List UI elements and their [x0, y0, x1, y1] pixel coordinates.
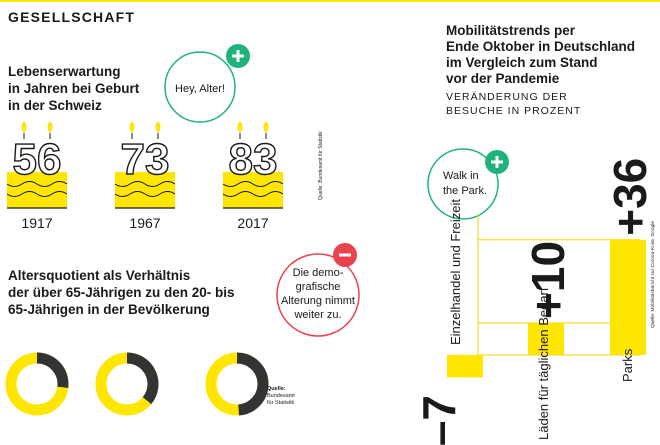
life-bubble: Hey, Alter! [164, 44, 250, 123]
donut-1 [5, 352, 69, 416]
year-label: 2017 [237, 215, 268, 231]
cake-icing-wave [222, 181, 284, 187]
cake-icing-wave [114, 191, 176, 197]
donut-3 [205, 352, 269, 416]
life-expectancy-value: 83 [229, 135, 278, 184]
life-title-line-2: in Jahren bei Geburt [8, 81, 140, 96]
ratio-bubble-line-4: weiter zu. [293, 309, 341, 321]
ratio-bubble: Die demo- grafische Alterung nimmt weite… [276, 243, 360, 337]
cake-2017: 83 2017 [222, 121, 284, 231]
ratio-bubble-line-1: Die demo- [293, 267, 344, 279]
mobility-value-label: +36 [604, 158, 656, 236]
mobility-title-line-3: im Vergleich zum Stand [446, 55, 598, 70]
section-title: GESELLSCHAFT [8, 9, 135, 25]
life-expectancy-value: 73 [121, 135, 170, 184]
ratio-source: Quelle: Bundesamt für Statistik [267, 386, 295, 406]
life-source: Quelle: Bundesamt für Statistik [318, 131, 324, 200]
mobility-bubble-circle [427, 148, 499, 220]
mobility-title-line-2: Ende Oktober in Deutschland [446, 39, 635, 54]
ratio-bubble-line-3: Alterung nimmt [281, 295, 355, 307]
mobility-title-line-1: Mobilitätstrends per [446, 23, 576, 38]
cake-icing-wave [6, 181, 68, 187]
mobility-bubble-line-1: Walk in [443, 170, 479, 182]
donut-ratio-slice [126, 352, 159, 405]
ratio-source-line-1: Quelle: [267, 386, 286, 392]
mobility-bar [447, 355, 483, 378]
category-label: Einzelhandel und Freizeit [448, 199, 463, 345]
mobility-subtitle-line-2: BESUCHE IN PROZENT [446, 105, 581, 117]
category-label: Parks [620, 348, 635, 382]
mobility-title-line-4: vor der Pandemie [446, 71, 560, 86]
candle-flame-icon [21, 121, 27, 133]
ratio-title: Altersquotient als Verhältnis der über 6… [8, 268, 235, 317]
candle-flame-icon [263, 121, 269, 133]
ratio-source-line-2: Bundesamt [267, 393, 295, 399]
ratio-bubble-circle [276, 253, 360, 337]
donut-ratio-slice [236, 352, 269, 416]
mobility-bubble: Walk in the Park. [427, 148, 509, 220]
cake-icing-wave [114, 181, 176, 187]
mobility-value-label: +10 [522, 241, 574, 319]
plus-icon [485, 150, 509, 174]
ratio-title-line-2: der über 65-Jährigen zu den 20- bis [8, 285, 235, 300]
life-bubble-text: Hey, Alter! [175, 83, 225, 95]
year-label: 1967 [129, 215, 160, 231]
donut-2 [95, 352, 159, 416]
life-bubble-circle [164, 51, 236, 123]
minus-icon [333, 243, 357, 267]
cake-body [223, 172, 283, 208]
header-accent-line [0, 0, 660, 2]
life-title-line-1: Lebenserwartung [8, 64, 121, 79]
cake-1917: 56 1917 [6, 121, 68, 231]
cake-1967: 73 1967 [114, 121, 176, 231]
mobility-subtitle: VERÄNDERUNG DER BESUCHE IN PROZENT [446, 91, 581, 117]
mobility-subtitle-line-1: VERÄNDERUNG DER [446, 91, 568, 103]
candle-flame-icon [237, 121, 243, 133]
candle-flame-icon [129, 121, 135, 133]
ratio-source-line-3: für Statistik [267, 400, 294, 406]
cake-icing-wave [6, 191, 68, 197]
mobility-bar [528, 323, 564, 355]
candle-flame-icon [155, 121, 161, 133]
mobility-bubble-line-2: the Park. [443, 185, 487, 197]
life-expectancy-value: 56 [13, 135, 62, 184]
old-age-ratio-donuts [5, 352, 269, 416]
donut-ratio-slice [36, 352, 69, 388]
life-title: Lebenserwartung in Jahren bei Geburt in … [8, 64, 140, 113]
plus-icon [226, 44, 250, 68]
cake-body [7, 172, 67, 208]
cake-icing-wave [222, 191, 284, 197]
candle-flame-icon [47, 121, 53, 133]
cake-body [115, 172, 175, 208]
mobility-bar [610, 239, 646, 355]
ratio-bubble-line-2: grafische [296, 281, 341, 293]
life-expectancy-cakes: 56 1917 73 1967 83 2017 [6, 121, 284, 231]
mobility-value-label: –7 [413, 395, 465, 445]
life-title-line-3: in der Schweiz [8, 98, 102, 113]
mobility-source: Quelle: Mobilitätsbericht zur Corona-Kri… [650, 221, 656, 328]
ratio-title-line-1: Altersquotient als Verhältnis [8, 268, 190, 283]
category-label: Läden für täglichen Bedarf [536, 287, 551, 440]
mobility-title: Mobilitätstrends per Ende Oktober in Deu… [446, 23, 635, 86]
ratio-title-line-3: 65-Jährigen in der Bevölkerung [8, 302, 210, 317]
year-label: 1917 [21, 215, 52, 231]
